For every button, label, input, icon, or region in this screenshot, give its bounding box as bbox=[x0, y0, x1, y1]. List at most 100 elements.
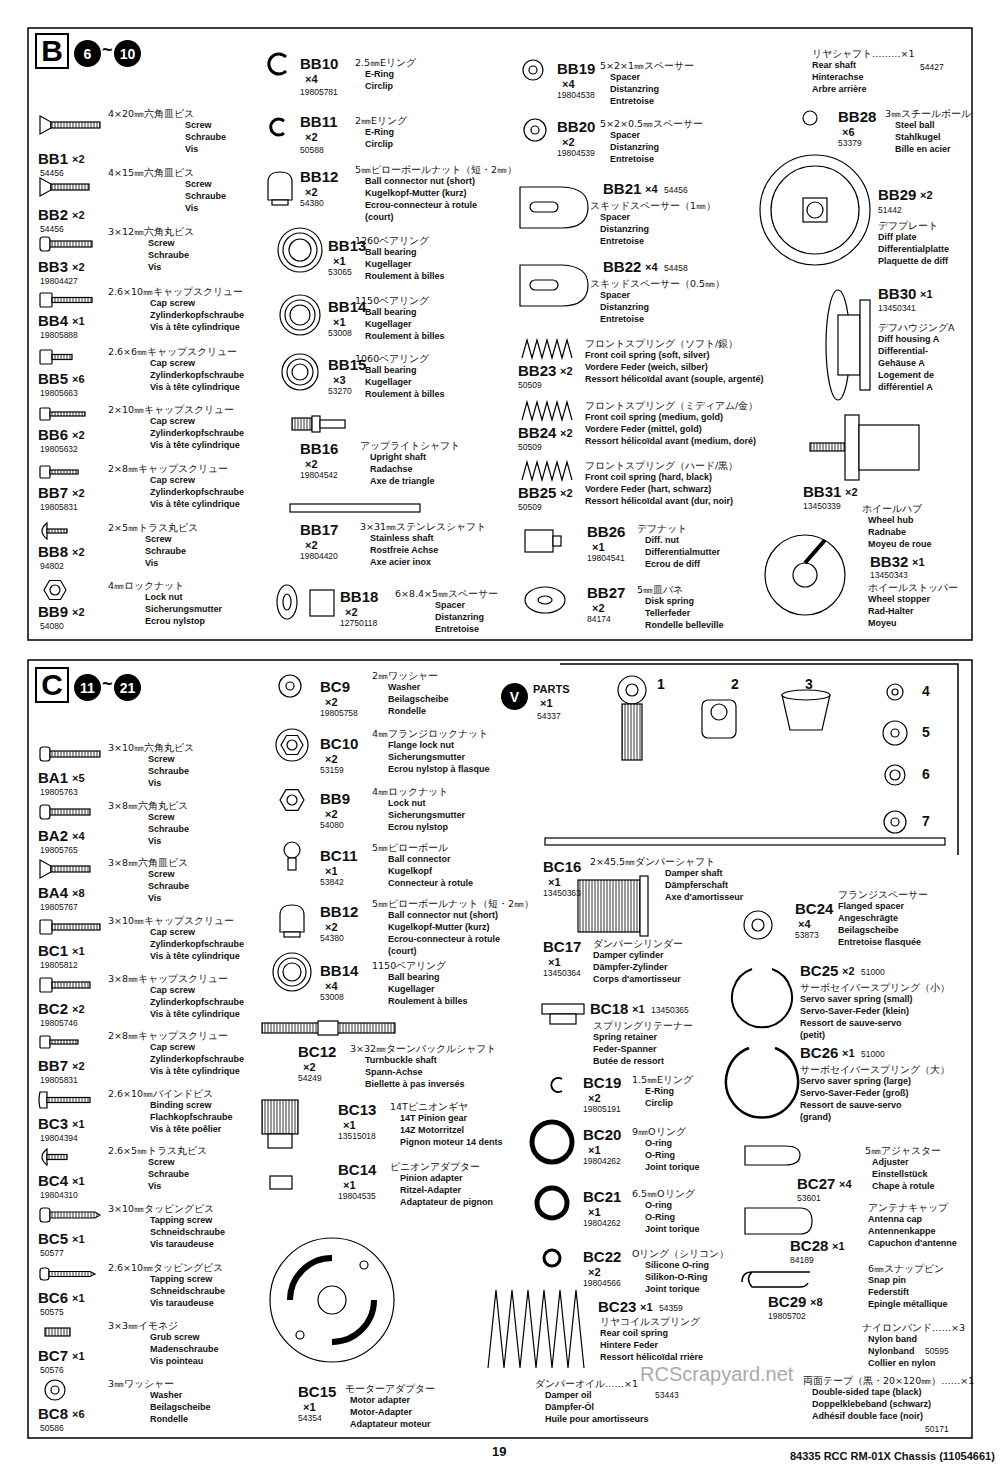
quantity: ×2 bbox=[588, 1092, 601, 1105]
japanese-name: ホイールハブ bbox=[862, 503, 922, 514]
quantity: ×2 bbox=[305, 186, 318, 199]
part-number: 19804541 bbox=[587, 553, 625, 563]
japanese-name: 5×2×0.5㎜スペーサー bbox=[600, 118, 703, 129]
part-number: 54249 bbox=[298, 1073, 322, 1083]
drawing-shape bbox=[285, 300, 315, 330]
quantity: ×8 bbox=[72, 887, 85, 900]
translation: Capuchon d'antenne bbox=[868, 1238, 957, 1249]
part-icons bbox=[39, 54, 945, 1400]
part-number: 19805765 bbox=[40, 845, 78, 855]
translation: O-Ring bbox=[645, 1150, 675, 1161]
quantity: ×1 bbox=[832, 1240, 845, 1253]
japanese-name: 両面テープ（黒・20×120㎜）……×1 bbox=[803, 1375, 974, 1386]
japanese-name: 2.6×10㎜バインドビス bbox=[108, 1088, 213, 1099]
quantity: ×1 bbox=[72, 1292, 85, 1305]
part-number: 50509 bbox=[518, 442, 542, 452]
callout-number: 2 bbox=[731, 676, 739, 692]
part-number: 19804535 bbox=[338, 1191, 376, 1201]
drawing-shape bbox=[290, 1258, 332, 1300]
translation: Collier en nylon bbox=[868, 1358, 936, 1369]
quantity: ×2 bbox=[305, 539, 318, 552]
part-number: 19805831 bbox=[40, 502, 78, 512]
drawing-shape bbox=[45, 1380, 65, 1400]
part-number: 19804542 bbox=[300, 470, 338, 480]
translation: Pignon moteur 14 dents bbox=[400, 1137, 503, 1148]
translation: Ecrou de diff bbox=[645, 559, 700, 570]
drawing-shape bbox=[40, 237, 50, 251]
part-code: BC12 bbox=[298, 1043, 336, 1060]
japanese-name: 2×8㎜キャップスクリュー bbox=[108, 1030, 228, 1041]
drawing-shape bbox=[520, 187, 588, 228]
translation: Cap screw bbox=[150, 298, 195, 309]
translation: Washer bbox=[388, 682, 420, 693]
translation: Sicherungsmutter bbox=[388, 810, 465, 821]
part-number: 54359 bbox=[659, 1303, 683, 1313]
watermark: RCScrapyard.net bbox=[640, 1364, 793, 1384]
translation: Disk spring bbox=[645, 596, 694, 607]
quantity: ×2 bbox=[303, 1061, 316, 1074]
quantity: ×4 bbox=[325, 980, 338, 993]
translation: Cap screw bbox=[150, 475, 195, 486]
translation: Flanged spacer bbox=[838, 901, 904, 912]
translation: Entretoise bbox=[435, 624, 479, 635]
translation: Distanzring bbox=[600, 302, 649, 313]
quantity: ×4 bbox=[839, 1178, 852, 1191]
quantity: ×1 bbox=[343, 1179, 356, 1192]
translation: Axe d'amortisseur bbox=[665, 892, 743, 903]
japanese-name: 4㎜ロックナット bbox=[372, 786, 448, 797]
japanese-name: サーボセイバースプリング（大） bbox=[800, 1064, 950, 1075]
quantity: ×1 bbox=[72, 315, 85, 328]
part-number: 19804566 bbox=[583, 1278, 621, 1288]
drawing-shape bbox=[51, 122, 100, 128]
part-number: 50509 bbox=[518, 380, 542, 390]
drawing-shape bbox=[28, 28, 972, 640]
japanese-name: 5㎜ピローボールナット（短・2㎜） bbox=[372, 898, 534, 909]
part-number: 84174 bbox=[587, 614, 611, 624]
translation: Beilagscheibe bbox=[150, 1402, 211, 1413]
japanese-name: Oリング（シリコン） bbox=[632, 1248, 729, 1259]
section-letter: C bbox=[35, 667, 69, 703]
japanese-name: 4㎜フランジロックナット bbox=[372, 728, 488, 739]
translation: Damper shaft bbox=[665, 868, 723, 879]
japanese-name: 3×8㎜六角皿ビス bbox=[108, 857, 188, 868]
drawing-shape bbox=[530, 280, 558, 290]
japanese-name: ホイールストッパー bbox=[868, 582, 958, 593]
translation: Front coil spring (medium, gold) bbox=[585, 412, 723, 423]
step-circle: 6 bbox=[74, 40, 101, 67]
quantity: ×2 bbox=[845, 486, 858, 499]
part-number: 19805767 bbox=[40, 902, 78, 912]
translation: Rad-Halter bbox=[868, 606, 914, 617]
japanese-name: 2㎜ワッシャー bbox=[372, 670, 438, 681]
japanese-name: アンテナキャップ bbox=[868, 1202, 948, 1213]
japanese-name: ピニオンアダプター bbox=[390, 1161, 480, 1172]
translation: Vis à tête cylindrique bbox=[150, 1009, 240, 1020]
drawing-shape bbox=[270, 1176, 292, 1189]
translation: Ressort hélicoïdal avant (souple, argent… bbox=[585, 374, 764, 385]
japanese-name: フロントスプリング（ミディアム/金） bbox=[585, 400, 758, 411]
callout-number: 3 bbox=[805, 676, 813, 692]
page-number: 19 bbox=[492, 1444, 506, 1459]
translation: Screw bbox=[148, 869, 175, 880]
translation: Bille en acier bbox=[895, 144, 951, 155]
drawing-shape bbox=[50, 809, 90, 815]
translation: O-ring bbox=[645, 1138, 672, 1149]
translation: Distanzring bbox=[600, 224, 649, 235]
quantity: ×2 bbox=[72, 261, 85, 274]
drawing-shape bbox=[742, 1272, 810, 1287]
drawing-shape bbox=[523, 60, 543, 80]
translation: Tellerfeder bbox=[645, 608, 690, 619]
part-code: BB5 bbox=[38, 370, 68, 387]
translation: Vis bbox=[148, 778, 161, 789]
japanese-name: 3×32㎜ターンバックルシャフト bbox=[350, 1043, 496, 1054]
translation: Ressort de sauve-servo bbox=[800, 1100, 902, 1111]
quantity: ×2 bbox=[305, 131, 318, 144]
translation: Entretoise flasquée bbox=[838, 937, 921, 948]
japanese-name: 2×45.5㎜ダンパーシャフト bbox=[590, 856, 715, 867]
part-number: 51000 bbox=[861, 967, 885, 977]
japanese-name: 9㎜Oリング bbox=[632, 1126, 686, 1137]
translation: différentiel A bbox=[878, 382, 933, 393]
drawing-shape bbox=[283, 963, 301, 981]
drawing-shape bbox=[28, 660, 972, 1438]
part-code: BB28 bbox=[838, 108, 876, 125]
drawing-shape bbox=[272, 200, 288, 205]
